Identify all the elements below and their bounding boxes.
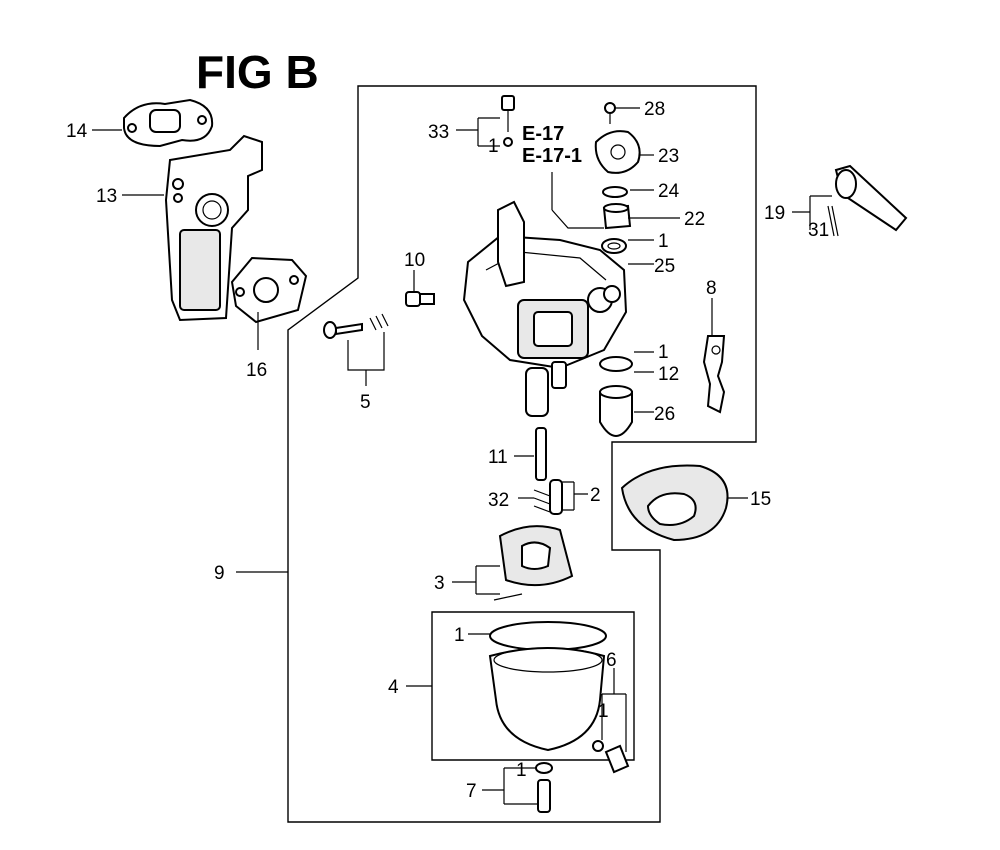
reference-leader-elbow	[551, 209, 604, 229]
callout-1-oring: 1	[658, 342, 669, 363]
part-16-gasket	[230, 256, 308, 324]
callout-19: 19	[764, 203, 785, 224]
callout-1-drain: 1	[598, 701, 609, 722]
figure-title: FIG B	[196, 46, 319, 98]
carburetor-assembly-outline	[287, 85, 757, 823]
part-32-spring	[533, 489, 551, 513]
callout-10: 10	[404, 250, 425, 271]
part-19-choke-lever	[827, 164, 908, 237]
callout-6: 6	[606, 650, 617, 671]
callout-13: 13	[96, 186, 117, 207]
callout-28: 28	[644, 99, 665, 120]
reference-e17: E-17	[522, 123, 564, 145]
callout-9: 9	[214, 563, 225, 584]
part-1-float-chamber-oring	[489, 621, 607, 651]
part-4-float-chamber	[488, 647, 606, 752]
callout-22: 22	[684, 209, 705, 230]
callout-1-chamber: 1	[454, 625, 465, 646]
callout-7: 7	[466, 781, 477, 802]
callout-23: 23	[658, 146, 679, 167]
callout-8: 8	[706, 278, 717, 299]
callout-31: 31	[808, 220, 829, 241]
part-26-cup	[599, 385, 633, 438]
part-2-oring	[549, 479, 563, 515]
float-chamber-outline	[431, 611, 635, 761]
part-22-valve	[602, 203, 632, 230]
carburetor-body	[462, 200, 628, 417]
callout-5: 5	[360, 392, 371, 413]
part-7-bolt	[535, 762, 553, 813]
callout-2: 2	[590, 485, 601, 506]
callout-15: 15	[750, 489, 771, 510]
callout-32: 32	[488, 490, 509, 511]
part-24-washer	[602, 186, 628, 198]
part-13-bracket	[164, 134, 263, 322]
callout-11: 11	[488, 447, 508, 468]
part-11-jet	[535, 427, 547, 481]
callout-3: 3	[434, 573, 445, 594]
part-23-cover	[594, 130, 641, 174]
part-15-gasket	[620, 464, 729, 542]
callout-12: 12	[658, 364, 679, 385]
part-28-screw	[604, 102, 616, 124]
callout-25: 25	[654, 256, 675, 277]
callout-26: 26	[654, 404, 675, 425]
callout-1-top: 1	[488, 136, 499, 157]
part-12-oring	[599, 356, 633, 372]
callout-33: 33	[428, 122, 449, 143]
part-10-screw	[405, 291, 435, 307]
part-3-float	[493, 525, 574, 601]
callout-1-valve: 1	[658, 231, 669, 252]
part-6-drain-screw	[592, 740, 630, 774]
reference-e17-1: E-17-1	[522, 145, 582, 167]
callout-1-bolt: 1	[516, 760, 527, 781]
part-33-screw	[501, 95, 515, 147]
part-8-gasket	[702, 335, 726, 414]
callout-leaders	[92, 107, 832, 805]
part-14-gasket	[123, 98, 214, 148]
callout-24: 24	[658, 181, 680, 202]
part-25-oring	[601, 238, 627, 254]
callout-4: 4	[388, 677, 399, 698]
callout-14: 14	[66, 121, 88, 142]
callout-16: 16	[246, 360, 267, 381]
part-5-screw-spring	[323, 313, 389, 339]
